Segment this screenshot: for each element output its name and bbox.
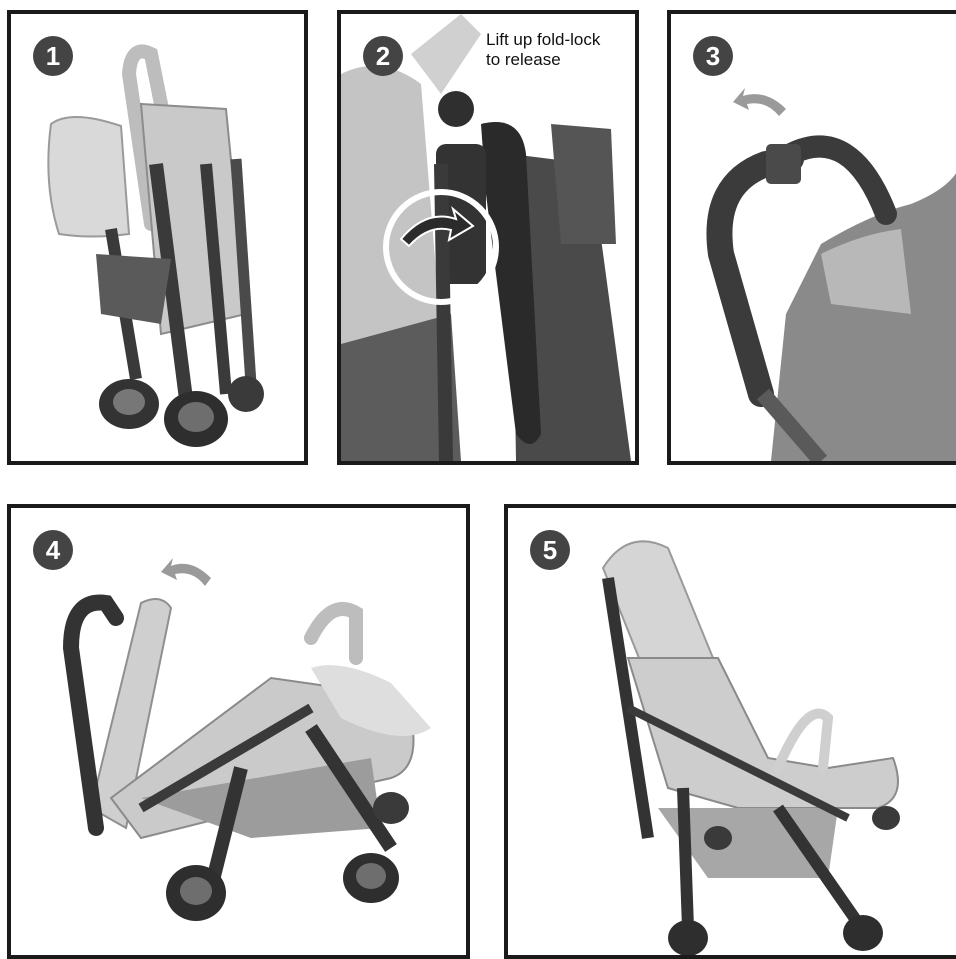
folded-stroller-photo (11, 14, 304, 461)
step-number-badge: 5 (530, 530, 570, 570)
step-number-badge: 4 (33, 530, 73, 570)
step-panel-2: 2 Lift up fold-lock to release (337, 10, 639, 465)
step-panel-5: 5 (504, 504, 956, 959)
arrow-icon (733, 88, 786, 116)
step-number-badge: 2 (363, 36, 403, 76)
handlebar-photo (671, 14, 956, 461)
step-panel-4: 4 (7, 504, 470, 959)
unfolding-stroller-photo (11, 508, 466, 955)
step-caption: Lift up fold-lock to release (486, 30, 600, 70)
step-number-badge: 3 (693, 36, 733, 76)
arrow-icon (161, 558, 211, 586)
step-panel-3: 3 (667, 10, 956, 465)
step-panel-1: 1 (7, 10, 308, 465)
unfolded-stroller-photo (508, 508, 956, 955)
caption-line-2: to release (486, 50, 600, 70)
caption-line-1: Lift up fold-lock (486, 30, 600, 50)
fold-lock-closeup-photo (341, 14, 635, 461)
step-number-badge: 1 (33, 36, 73, 76)
